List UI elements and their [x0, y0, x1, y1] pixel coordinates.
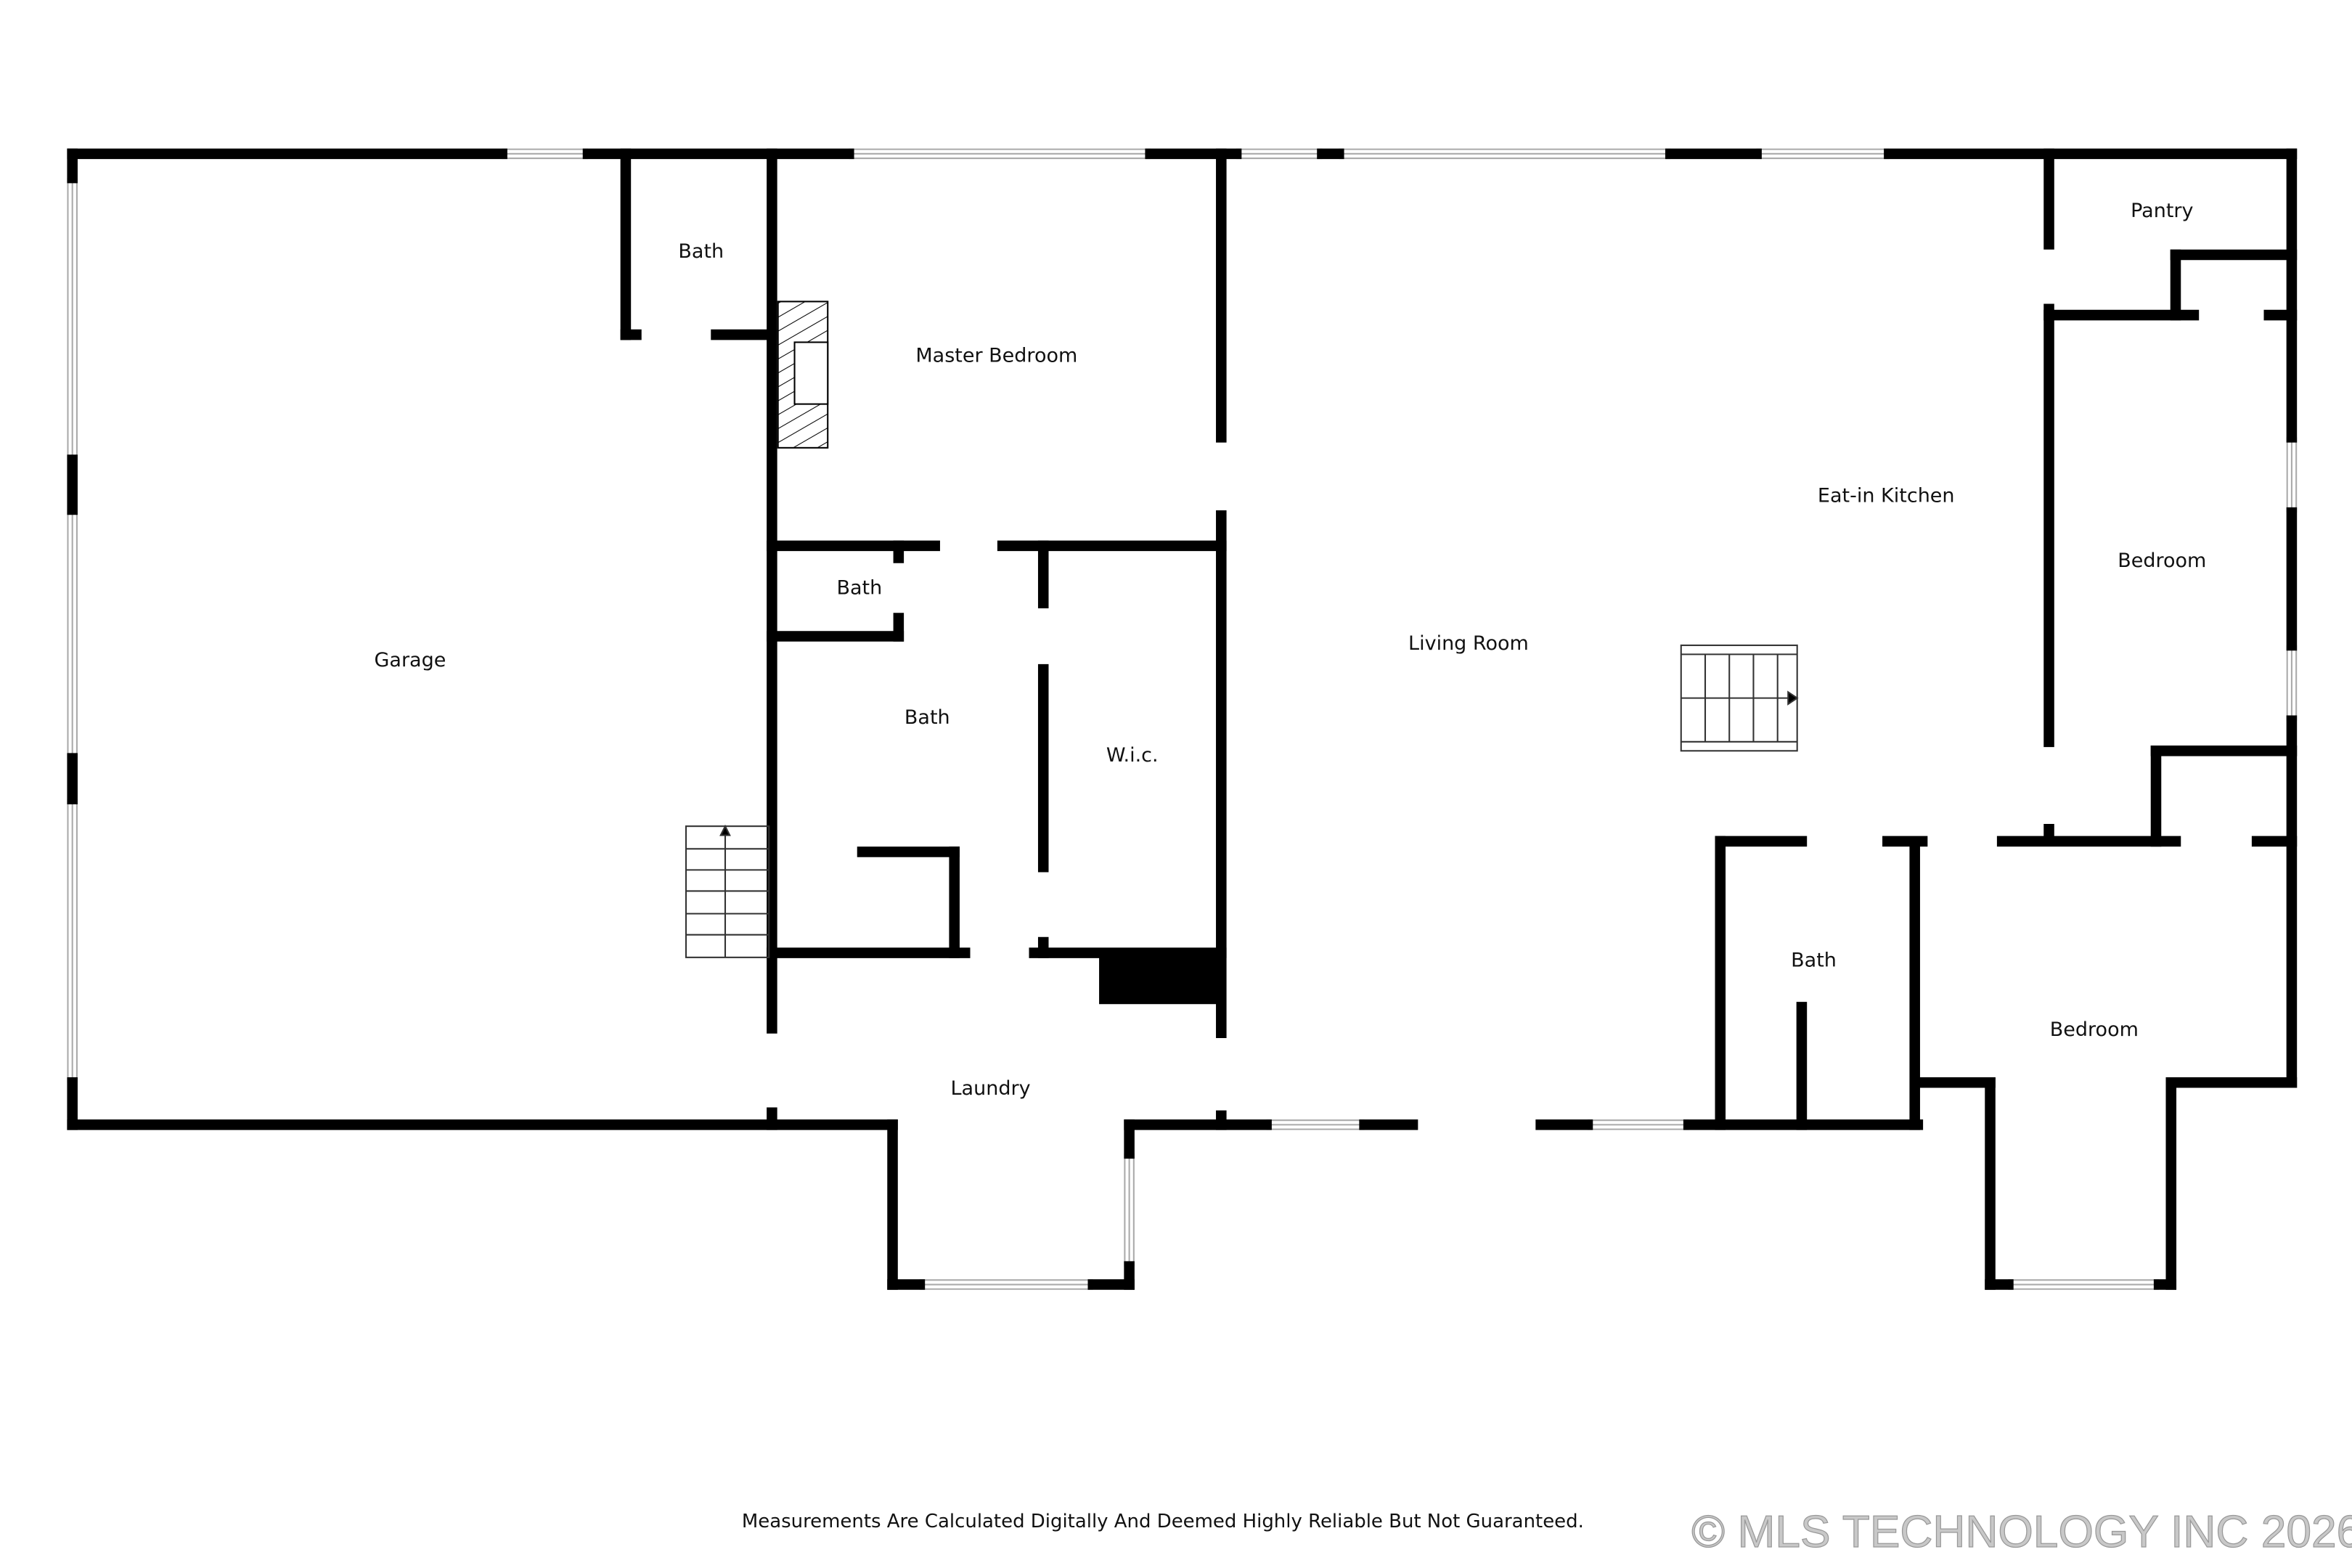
- room-label-bedroom-1: Bedroom: [2118, 550, 2206, 572]
- room-label-bedroom-2: Bedroom: [2050, 1018, 2139, 1041]
- room-label-pantry: Pantry: [2131, 200, 2193, 222]
- closet-block: [1099, 952, 1222, 1005]
- walls: [67, 148, 2298, 1290]
- fireplace: [777, 301, 829, 449]
- disclaimer: Measurements Are Calculated Digitally An…: [742, 1511, 1584, 1532]
- windows: [67, 148, 2298, 1290]
- room-label-laundry: Laundry: [951, 1077, 1031, 1100]
- room-label-hall-bath: Bath: [1791, 949, 1837, 971]
- room-label-small-bath: Bath: [836, 576, 882, 599]
- room-label-master-bedroom: Master Bedroom: [915, 344, 1077, 367]
- room-label-living-room: Living Room: [1408, 632, 1529, 655]
- room-label-wic: W.i.c.: [1106, 744, 1159, 767]
- room-label-eat-in-kitchen: Eat-in Kitchen: [1818, 485, 1955, 507]
- watermark: © MLS TECHNOLOGY INC 2026: [1691, 1507, 2352, 1557]
- room-label-garage-bath: Bath: [678, 240, 724, 263]
- room-label-garage: Garage: [374, 649, 446, 671]
- room-label-master-bath: Bath: [905, 706, 950, 729]
- garage-stairs: [685, 824, 770, 958]
- living-stairs: [1680, 644, 1799, 752]
